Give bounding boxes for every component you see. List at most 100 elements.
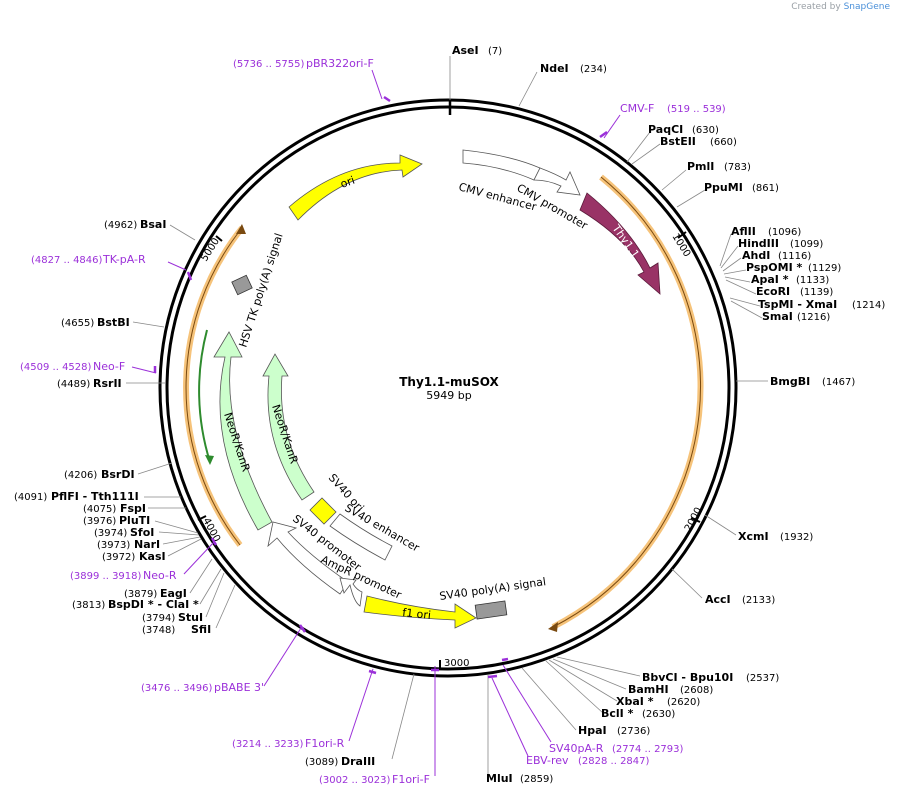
site-name-bstEII: BstEII <box>660 135 696 148</box>
primer-cmv-f[interactable]: CMV-F(519 .. 539) <box>620 102 726 115</box>
site-name-xbaI: XbaI * <box>616 695 654 708</box>
site-ahdI[interactable]: AhdI(1116) <box>742 249 811 262</box>
site-name-bamHI: BamHI <box>628 683 669 696</box>
site-accI[interactable]: AccI(2133) <box>705 593 775 606</box>
site-pos-ecoRI: (1139) <box>800 287 833 298</box>
site-bsaI[interactable]: (4962)BsaI <box>104 218 166 231</box>
site-pflFI-tth111I[interactable]: (4091)PflFI - Tth111I <box>14 490 139 503</box>
site-xcmI[interactable]: XcmI(1932) <box>738 530 813 543</box>
site-aflII[interactable]: AflII(1096) <box>731 225 801 238</box>
site-sfiI[interactable]: (3748)SfiI <box>142 623 211 636</box>
site-hindIII[interactable]: HindIII(1099) <box>738 237 823 250</box>
primer-name-sv40pa-r: SV40pA-R <box>549 742 604 755</box>
primer-pos-sv40pa-r: (2774 .. 2793) <box>612 744 684 755</box>
feature-label-f1-ori: f1 ori <box>402 606 432 622</box>
site-name-bclI: BclI * <box>601 707 634 720</box>
site-tspMI-xmaI[interactable]: TspMI - XmaI(1214) <box>758 298 885 311</box>
orf-arc-neo-inner <box>198 329 211 463</box>
site-pspOMI[interactable]: PspOMI *(1129) <box>746 261 841 274</box>
site-draIII[interactable]: (3089)DraIII <box>305 755 375 768</box>
orf-arc-neo-inner-arrowhead <box>205 455 214 465</box>
site-bspDI-claI[interactable]: (3813)BspDI * - ClaI * <box>72 598 199 611</box>
primer-name-tk-pa-r: TK-pA-R <box>102 253 146 266</box>
tick-label-3000: 3000 <box>444 658 469 669</box>
site-name-bmgBI: BmgBI <box>770 375 810 388</box>
site-apaI[interactable]: ApaI *(1133) <box>751 273 829 286</box>
primer-neo-f[interactable]: (4509 .. 4528)Neo-F <box>20 360 125 373</box>
site-pos-bstEII: (660) <box>710 137 737 148</box>
site-pos-pluTI: (3976) <box>83 516 116 527</box>
site-name-fspI: FspI <box>120 502 146 515</box>
site-bsrDI[interactable]: (4206)BsrDI <box>64 468 135 481</box>
primer-name-neo-f: Neo-F <box>93 360 125 373</box>
primer-f1ori-f[interactable]: (3002 .. 3023)F1ori-F <box>319 773 430 786</box>
site-aseI[interactable]: AseI(7) <box>452 44 502 57</box>
site-name-mluI: MluI <box>486 772 513 785</box>
site-name-sfiI: SfiI <box>191 623 211 636</box>
site-bbvCI-bpu10I[interactable]: BbvCI - Bpu10I(2537) <box>642 671 779 684</box>
site-pluTI[interactable]: (3976)PluTI <box>83 514 150 527</box>
primer-f1ori-r[interactable]: (3214 .. 3233)F1ori-R <box>232 737 345 750</box>
site-pos-bclI: (2630) <box>642 709 675 720</box>
primer-ebv-rev[interactable]: EBV-rev(2828 .. 2847) <box>526 754 650 767</box>
site-bstEII[interactable]: BstEII (660) <box>660 135 737 148</box>
orf-arc-neo-line <box>185 227 243 546</box>
primer-name-pbr322ori-f: pBR322ori-F <box>306 57 374 70</box>
site-pos-narI: (3973) <box>97 540 130 551</box>
primer-sv40pa-r[interactable]: SV40pA-R (2774 .. 2793) <box>549 742 684 755</box>
site-pos-aseI: (7) <box>488 46 502 57</box>
feature-neor-inner <box>262 353 315 501</box>
site-pos-pspOMI: (1129) <box>808 263 841 274</box>
site-ndeI[interactable]: NdeI(234) <box>540 62 607 75</box>
site-name-sfoI: SfoI <box>130 526 154 539</box>
site-pos-bamHI: (2608) <box>680 685 713 696</box>
site-stuI[interactable]: (3794)StuI <box>142 611 203 624</box>
site-rsrII[interactable]: (4489)RsrII <box>57 377 122 390</box>
site-name-draIII: DraIII <box>341 755 375 768</box>
site-pos-xcmI: (1932) <box>780 532 813 543</box>
site-pos-pmlI: (783) <box>724 162 751 173</box>
site-name-apaI: ApaI * <box>751 273 789 286</box>
site-pos-mluI: (2859) <box>520 774 553 785</box>
site-kasI[interactable]: (3972)KasI <box>102 550 166 563</box>
feature-thy11 <box>579 192 661 295</box>
site-bmgBI[interactable]: BmgBI(1467) <box>770 375 855 388</box>
site-hpaI[interactable]: HpaI(2736) <box>578 724 650 737</box>
site-mluI[interactable]: MluI (2859) <box>486 772 553 785</box>
site-ecoRI[interactable]: EcoRI(1139) <box>756 285 833 298</box>
site-name-rsrII: RsrII <box>93 377 122 390</box>
site-bclI[interactable]: BclI * (2630) <box>601 707 675 720</box>
site-bstBI[interactable]: (4655)BstBI <box>61 316 130 329</box>
primer-pbabe-3[interactable]: (3476 .. 3496)pBABE 3' <box>141 681 264 694</box>
site-ppuMI[interactable]: PpuMI(861) <box>704 181 779 194</box>
feature-f1-ori <box>363 595 477 629</box>
tick-3000: 3000 <box>439 658 469 669</box>
primer-tk-pa-r[interactable]: (4827 .. 4846)TK-pA-R <box>31 253 146 266</box>
site-pmlI[interactable]: PmlI(783) <box>687 160 751 173</box>
feature-label-ori: ori <box>339 174 357 191</box>
site-name-hpaI: HpaI <box>578 724 607 737</box>
site-pos-rsrII: (4489) <box>57 379 90 390</box>
site-paqCI[interactable]: PaqCI(630) <box>648 123 719 136</box>
site-pos-draIII: (3089) <box>305 757 338 768</box>
credit-text: Created by <box>791 2 841 12</box>
site-bamHI[interactable]: BamHI (2608) <box>628 683 713 696</box>
site-name-bsaI: BsaI <box>140 218 166 231</box>
site-name-bbvCI-bpu10I: BbvCI - Bpu10I <box>642 671 733 684</box>
site-name-narI: NarI <box>134 538 160 551</box>
site-narI[interactable]: (3973) NarI <box>97 538 160 551</box>
primer-name-neo-r: Neo-R <box>143 569 177 582</box>
site-eagI[interactable]: (3879)EagI <box>124 587 187 600</box>
primer-pos-pbabe-3: (3476 .. 3496) <box>141 683 213 694</box>
site-pos-bstBI: (4655) <box>61 318 94 329</box>
primer-pbr322ori-f[interactable]: (5736 .. 5755)pBR322ori-F <box>233 57 374 70</box>
site-pos-ahdI: (1116) <box>778 251 811 262</box>
feature-cmv-promoter <box>533 167 581 196</box>
site-smaI[interactable]: SmaI(1216) <box>762 310 830 323</box>
site-sfoI[interactable]: (3974)SfoI <box>94 526 154 539</box>
site-pos-ndeI: (234) <box>580 64 607 75</box>
site-fspI[interactable]: (4075)FspI <box>83 502 146 515</box>
site-xbaI[interactable]: XbaI *(2620) <box>616 695 700 708</box>
primer-neo-r[interactable]: (3899 .. 3918)Neo-R <box>70 569 177 582</box>
